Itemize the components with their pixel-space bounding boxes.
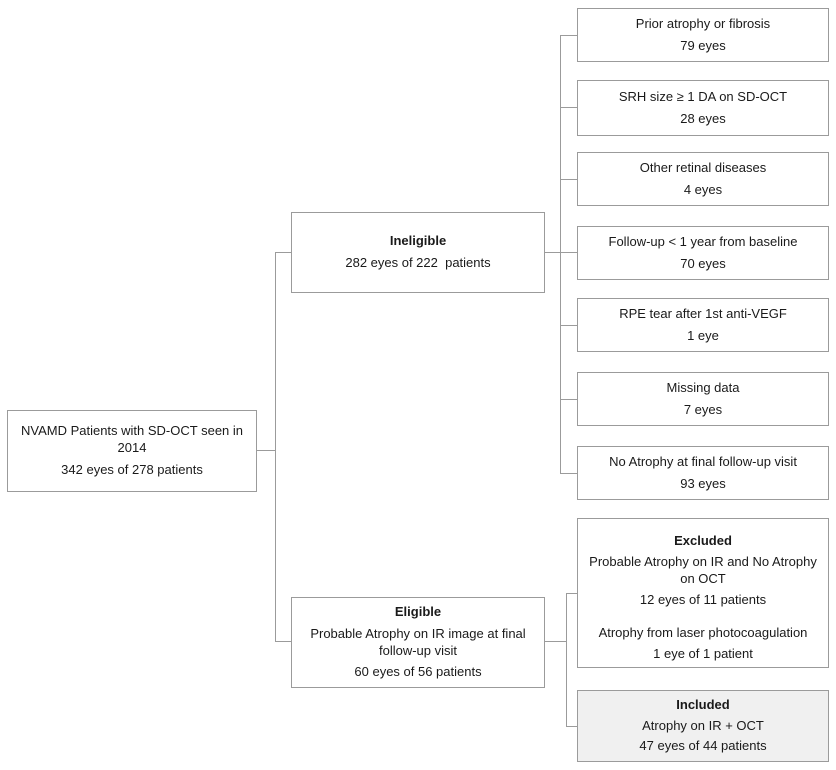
reason-box-missing-data: Missing data 7 eyes [577,372,829,426]
excluded-reason-1: Probable Atrophy on IR and No Atrophy on… [589,553,817,586]
reason-count: 7 eyes [683,401,723,417]
root-title: NVAMD Patients with SD-OCT seen in 2014 [20,423,244,456]
ineligible-count: 282 eyes of 222 patients [345,255,491,270]
reason-box-rpe-tear: RPE tear after 1st anti-VEGF 1 eye [577,298,829,352]
reason-count: 93 eyes [680,475,726,491]
eligible-count: 60 eyes of 56 patients [354,664,482,680]
reason-box-followup: Follow-up < 1 year from baseline 70 eyes [577,226,829,280]
connector-main-vertical [275,252,276,642]
reason-label: Other retinal diseases [639,159,767,175]
connector-reason-5-stub [560,325,577,326]
connector-bottom-vertical [566,593,567,727]
reason-box-other-diseases: Other retinal diseases 4 eyes [577,152,829,206]
reason-box-no-atrophy: No Atrophy at final follow-up visit 93 e… [577,446,829,500]
eligible-box: Eligible Probable Atrophy on IR image at… [291,597,545,688]
reason-label: RPE tear after 1st anti-VEGF [619,305,787,321]
excluded-count-2: 1 eye of 1 patient [653,646,753,662]
excluded-title: Excluded [674,533,732,548]
reason-label: Missing data [666,379,740,395]
reason-label: Follow-up < 1 year from baseline [608,233,798,249]
included-count: 47 eyes of 44 patients [639,738,767,754]
connector-reason-7-stub [560,473,577,474]
connector-ineligible-right-horizontal [545,252,577,253]
reason-count: 79 eyes [680,37,726,53]
connector-reason-1-stub [560,35,577,36]
connector-reason-3-stub [560,179,577,180]
excluded-count-1: 12 eyes of 11 patients [639,591,767,607]
included-title: Included [676,696,730,712]
connector-reason-2-stub [560,107,577,108]
eligible-title: Eligible [394,603,442,619]
reason-label: Prior atrophy or fibrosis [635,15,771,31]
reason-label: No Atrophy at final follow-up visit [609,453,797,469]
excluded-box: Excluded Probable Atrophy on IR and No A… [577,518,829,668]
connector-included-stub [566,726,577,727]
connector-root-horizontal [257,450,275,451]
connector-eligible-stub [275,641,291,642]
ineligible-title: Ineligible [389,233,447,249]
reason-box-prior-atrophy: Prior atrophy or fibrosis 79 eyes [577,8,829,62]
connector-excluded-stub [566,593,577,594]
reason-label: SRH size ≥ 1 DA on SD-OCT [618,88,788,104]
excluded-reason-2: Atrophy from laser photocoagulation [598,625,808,641]
connector-eligible-right-horizontal [545,641,566,642]
root-count: 342 eyes of 278 patients [61,461,203,477]
connector-reasons-vertical [560,35,561,474]
reason-count: 1 eye [687,327,719,343]
included-box: Included Atrophy on IR + OCT 47 eyes of … [577,690,829,762]
eligible-subtitle: Probable Atrophy on IR image at final fo… [310,625,526,658]
reason-box-srh-size: SRH size ≥ 1 DA on SD-OCT 28 eyes [577,80,829,136]
ineligible-box: Ineligible 282 eyes of 222 patients [291,212,545,293]
connector-ineligible-stub [275,252,291,253]
reason-count: 4 eyes [683,181,723,197]
connector-reason-6-stub [560,399,577,400]
root-box: NVAMD Patients with SD-OCT seen in 2014 … [7,410,257,492]
included-label: Atrophy on IR + OCT [642,717,764,733]
reason-count: 28 eyes [680,110,726,126]
reason-count: 70 eyes [680,255,726,271]
